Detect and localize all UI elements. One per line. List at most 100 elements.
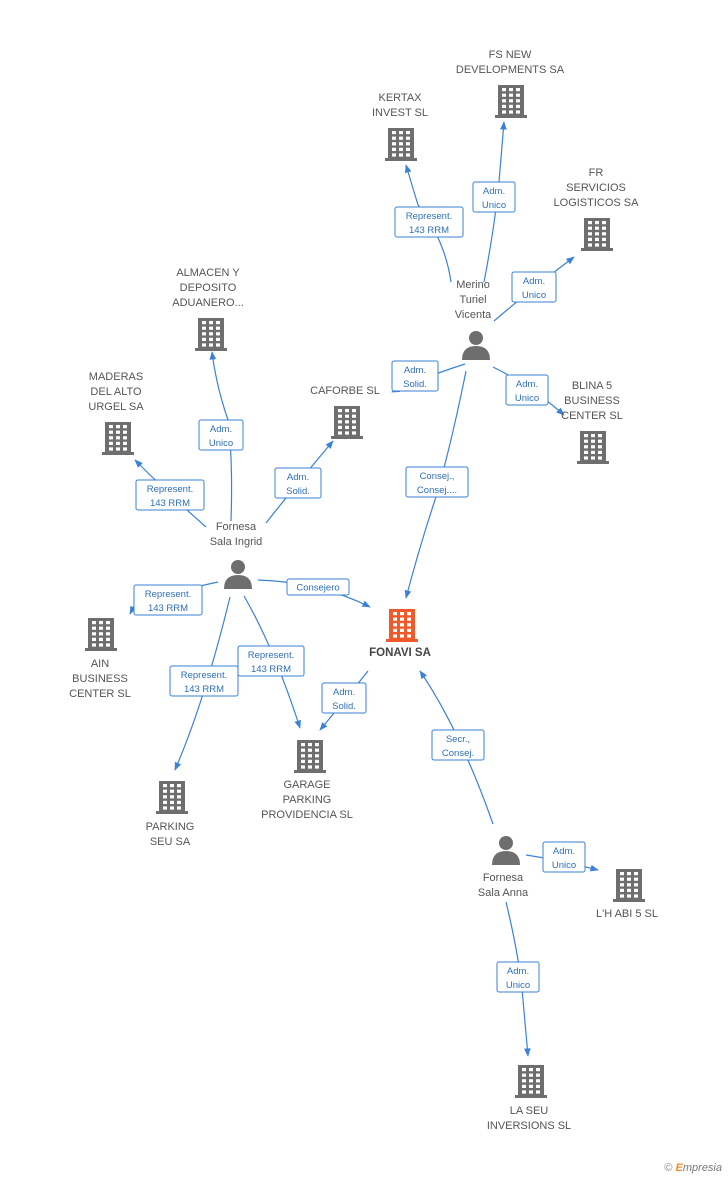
edge-label-text: Unico (515, 393, 539, 404)
edge-label-box (391, 360, 439, 392)
edge-label-box (321, 682, 367, 714)
edge-ingrid-parking-label[interactable]: Represent. 143 RRM (169, 665, 239, 697)
node-label-line: CAFORBE SL (310, 385, 380, 397)
node-label-line: SERVICIOS (566, 182, 626, 194)
edge-label-text: Represent. (147, 484, 193, 495)
edge-label-box (237, 645, 305, 677)
company-building-icon (515, 1065, 547, 1098)
node-label-line: PROVIDENCIA SL (261, 809, 353, 821)
brand-name: mpresia (682, 1162, 722, 1174)
node-label-line: FS NEW (489, 49, 532, 61)
edge-label-text: Adm. (483, 186, 505, 197)
lhabi-5-node[interactable]: L'H ABI 5 SL (596, 869, 658, 920)
node-label-line: Merino (456, 279, 490, 291)
footer-credit: © Empresia (664, 1162, 722, 1174)
main-company-icon (386, 609, 418, 642)
edge-label-text: Adm. (404, 365, 426, 376)
node-label-line: MADERAS (89, 371, 143, 383)
company-building-icon (385, 128, 417, 161)
blina-5-business-center-node[interactable]: BLINA 5 BUSINESS CENTER SL (561, 380, 623, 464)
company-building-icon (495, 85, 527, 118)
node-label-line: Fornesa (483, 872, 524, 884)
edge-label-text: Unico (482, 200, 506, 211)
node-label-line: LA SEU (510, 1105, 549, 1117)
edge-anna-laseu-label[interactable]: Adm.Unico (496, 961, 540, 993)
edge-label-box (472, 181, 516, 213)
edge-label-box (286, 578, 350, 596)
edge-ingrid-fonavi-label[interactable]: Consejero (286, 578, 350, 596)
edge-label-text: Consej., (420, 471, 455, 482)
edge-label-text: Solid. (286, 486, 310, 497)
edge-label-box (135, 479, 205, 511)
edge-fonavi-garage-label[interactable]: Adm.Solid. (321, 682, 367, 714)
edge-label-text: Solid. (403, 379, 427, 390)
edge-merino-fonavi-label[interactable]: Consej., Consej.... (405, 466, 469, 498)
node-label-line: URGEL SA (88, 401, 144, 413)
edge-label-box (542, 841, 586, 873)
node-label-line: BUSINESS (564, 395, 620, 407)
edge-label-text: Unico (552, 860, 576, 871)
edge-labels-layer: Represent.143 RRMAdm.UnicoAdm.UnicoAdm.S… (133, 181, 586, 993)
node-label-line: ADUANERO... (172, 297, 244, 309)
node-label-line: PARKING (283, 794, 332, 806)
edge-label-text: 143 RRM (148, 603, 188, 614)
edge-label-box (496, 961, 540, 993)
edge-ingrid-almacen-label[interactable]: Adm. Unico (198, 419, 244, 451)
company-building-icon (102, 422, 134, 455)
company-building-icon (577, 431, 609, 464)
edge-merino-fsnew (483, 121, 507, 283)
fonavi-sa-node[interactable]: FONAVI SA (369, 609, 431, 659)
edge-label-box (405, 466, 469, 498)
node-label-line: Fornesa (216, 521, 257, 533)
edge-label-text: 143 RRM (409, 225, 449, 236)
edge-label-text: Adm. (287, 472, 309, 483)
edge-merino-fsnew-label[interactable]: Adm. Unico (472, 181, 516, 213)
edge-label-text: Secr., (446, 734, 470, 745)
edge-label-text: Represent. (181, 670, 227, 681)
edge-label-text: Consej.... (417, 485, 457, 496)
edge-label-text: Adm. (210, 424, 232, 435)
node-label-line: Sala Anna (478, 887, 529, 899)
edge-ingrid-ain-label[interactable]: Represent.143 RRM (133, 584, 203, 616)
edge-label-text: 143 RRM (184, 684, 224, 695)
edge-merino-kertax-label[interactable]: Represent. 143 RRM (394, 206, 464, 238)
company-building-icon (331, 406, 363, 439)
company-building-icon (613, 869, 645, 902)
company-building-icon (581, 218, 613, 251)
company-building-icon (85, 618, 117, 651)
person-icon (492, 836, 520, 865)
edge-anna-fonavi-label[interactable]: Secr.,Consej. (431, 729, 485, 761)
edge-merino-frserv-label[interactable]: Adm.Unico (511, 271, 557, 303)
edge-ingrid-caforbe-label[interactable]: Adm. Solid. (274, 467, 322, 499)
edge-label-text: Unico (209, 438, 233, 449)
edge-label-text: Adm. (516, 379, 538, 390)
node-label-line: Vicenta (455, 309, 492, 321)
edge-label-text: Represent. (406, 211, 452, 222)
edge-merino-blina-label[interactable]: Adm. Unico (505, 374, 549, 406)
edge-label-text: Adm. (507, 966, 529, 977)
edge-ingrid-garage-label[interactable]: Represent.143 RRM (237, 645, 305, 677)
almacen-deposito-node[interactable]: ALMACEN YDEPOSITOADUANERO... (172, 267, 244, 351)
edge-label-box (394, 206, 464, 238)
edge-ingrid-maderas-label[interactable]: Represent.143 RRM (135, 479, 205, 511)
edge-merino-caforbe-label[interactable]: Adm. Solid. (391, 360, 439, 392)
edge-anna-lhabi-label[interactable]: Adm.Unico (542, 841, 586, 873)
node-label-line: CENTER SL (561, 410, 623, 422)
caforbe-node[interactable]: CAFORBE SL (310, 385, 380, 439)
node-label-line: BLINA 5 (572, 380, 612, 392)
edge-label-text: 143 RRM (251, 664, 291, 675)
node-label-line: BUSINESS (72, 673, 128, 685)
